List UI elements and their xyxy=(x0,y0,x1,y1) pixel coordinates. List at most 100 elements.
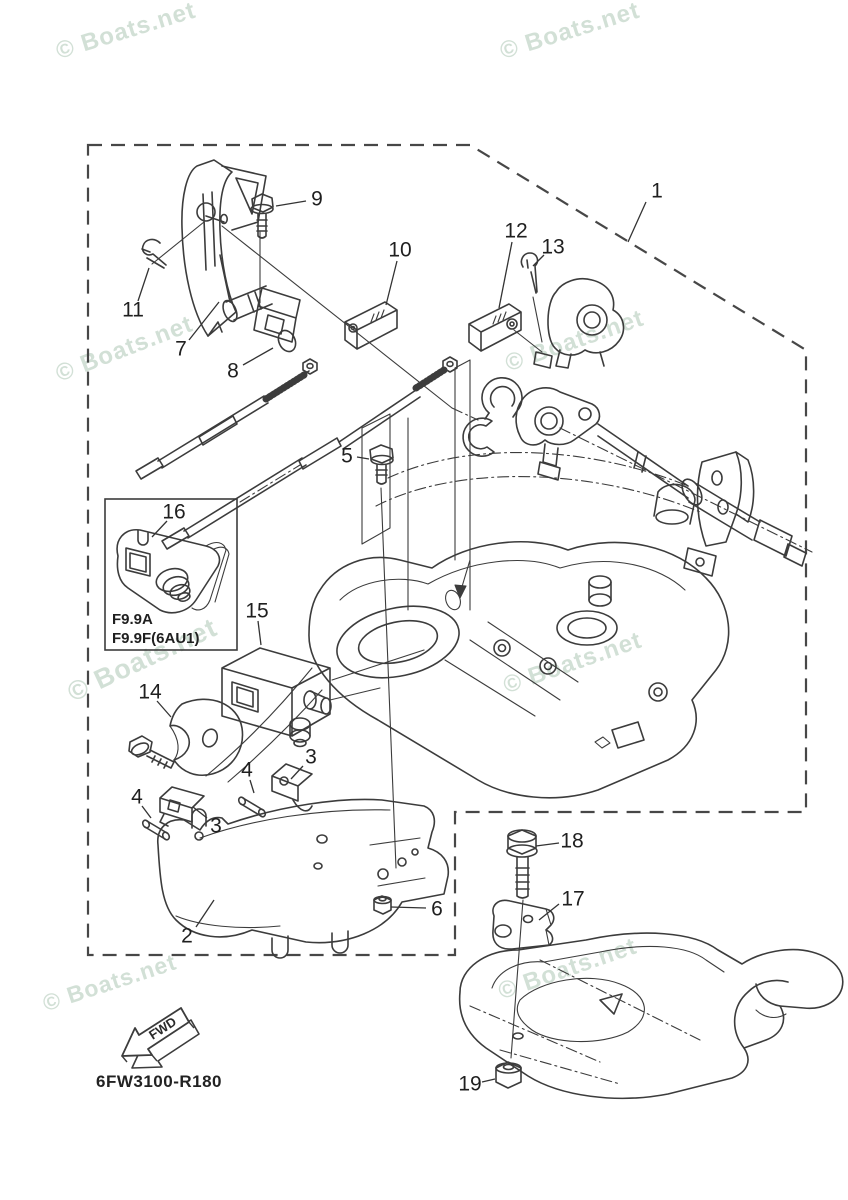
part-leader-line-8 xyxy=(242,347,274,366)
diagram-line xyxy=(104,498,238,651)
diagram-line xyxy=(369,837,426,887)
part-number-7[interactable]: 7 xyxy=(175,338,187,361)
part-number-19[interactable]: 19 xyxy=(458,1073,481,1096)
part-number-4[interactable]: 4 xyxy=(241,759,253,782)
diagram-line xyxy=(222,299,238,323)
part-number-5[interactable]: 5 xyxy=(341,445,353,468)
diagram-line xyxy=(169,725,179,761)
diagram-line xyxy=(633,451,647,473)
diagram-line xyxy=(169,583,191,601)
swivel-arm xyxy=(515,387,601,481)
diagram-line xyxy=(329,687,381,701)
diagram-line xyxy=(348,323,358,333)
watermark-text: © Boats.net xyxy=(500,627,646,700)
part-leader-line-9 xyxy=(275,200,307,207)
diagram-line xyxy=(735,451,755,523)
diagram-line xyxy=(375,464,388,485)
diagram-line xyxy=(540,412,558,430)
diagram-line xyxy=(141,238,167,269)
watermark-text: © Boats.net xyxy=(502,305,648,378)
cable-clamp-3-left xyxy=(159,786,205,827)
throttle-cable-lower xyxy=(161,356,458,550)
diagram-line xyxy=(292,799,313,812)
diagram-line xyxy=(161,527,190,550)
part-number-15[interactable]: 15 xyxy=(245,600,268,623)
pin-4-right xyxy=(237,796,267,818)
part-number-14[interactable]: 14 xyxy=(138,681,162,704)
part-number-8[interactable]: 8 xyxy=(227,360,239,383)
part-leader-line-5 xyxy=(356,456,370,460)
part-number-4[interactable]: 4 xyxy=(131,786,143,809)
cotter-pin-13 xyxy=(520,252,539,294)
diagram-line xyxy=(309,690,327,715)
part-number-16[interactable]: 16 xyxy=(162,501,185,524)
cable-joint-block-12 xyxy=(468,303,543,353)
diagram-line xyxy=(375,476,701,513)
diagram-line xyxy=(146,749,175,769)
diagram-line xyxy=(344,301,398,350)
part-number-1[interactable]: 1 xyxy=(651,180,663,203)
diagram-line xyxy=(460,559,471,591)
part-leader-line-10 xyxy=(385,260,398,306)
part-leader-line-2 xyxy=(195,899,215,928)
engine-mount-bracket xyxy=(653,451,755,577)
diagram-line xyxy=(202,191,216,271)
part-number-13[interactable]: 13 xyxy=(541,236,564,259)
diagram-line xyxy=(534,406,564,436)
part-leader-line-3 xyxy=(290,765,304,780)
diagram-line xyxy=(257,808,267,818)
diagram-line xyxy=(588,593,612,607)
diagram-line xyxy=(559,427,813,553)
diagram-line xyxy=(201,728,219,748)
diagram-line xyxy=(442,356,458,373)
diagram-line xyxy=(121,1007,190,1057)
diagram-line xyxy=(302,358,318,375)
diagram-line xyxy=(489,385,516,408)
diagram-line xyxy=(181,159,237,337)
part-number-12[interactable]: 12 xyxy=(504,220,527,243)
diagram-line xyxy=(331,930,349,954)
diagram-line xyxy=(695,557,705,567)
diagram-line xyxy=(159,813,169,827)
diagram-line xyxy=(567,617,607,639)
diagram-line xyxy=(293,738,307,748)
part-number-11[interactable]: 11 xyxy=(122,299,144,322)
part-number-17[interactable]: 17 xyxy=(561,888,584,911)
part-number-6[interactable]: 6 xyxy=(431,898,443,921)
diagram-line xyxy=(207,254,231,337)
part-leader-line-6 xyxy=(390,906,427,909)
diagram-line xyxy=(308,541,730,799)
diagram-line xyxy=(576,304,608,336)
diagram-line xyxy=(755,983,781,1007)
part-leader-line-17 xyxy=(538,903,560,921)
bolt-5 xyxy=(369,444,394,485)
diagram-line xyxy=(497,643,507,653)
diagram-line xyxy=(594,736,611,749)
diagram-line xyxy=(135,457,164,480)
part-number-18[interactable]: 18 xyxy=(560,830,583,853)
diagram-line xyxy=(533,351,553,369)
watermark-text: © Boats.net xyxy=(53,0,199,65)
diagram-line xyxy=(696,451,743,547)
part-number-10[interactable]: 10 xyxy=(388,239,411,262)
nut-6 xyxy=(373,895,392,915)
part-number-9[interactable]: 9 xyxy=(311,188,323,211)
diagram-line xyxy=(221,165,267,231)
kit-boundary-box xyxy=(86,143,808,957)
part-number-3[interactable]: 3 xyxy=(305,746,317,769)
diagram-line xyxy=(205,667,323,783)
diagram-line xyxy=(235,177,259,215)
diagram-line xyxy=(597,423,689,499)
diagram-line xyxy=(357,619,439,665)
diagram-line xyxy=(141,819,151,829)
cable-clamp-3-right xyxy=(271,763,313,812)
part-number-2[interactable]: 2 xyxy=(181,925,193,948)
part-leader-line-15 xyxy=(257,620,262,646)
diagram-line xyxy=(256,213,268,239)
part-number-3[interactable]: 3 xyxy=(210,815,222,838)
inset-model-line2: F9.9F(6AU1) xyxy=(112,630,200,647)
diagram-line xyxy=(167,799,181,813)
diagram-line xyxy=(451,407,479,421)
diagram-line xyxy=(495,1061,522,1089)
